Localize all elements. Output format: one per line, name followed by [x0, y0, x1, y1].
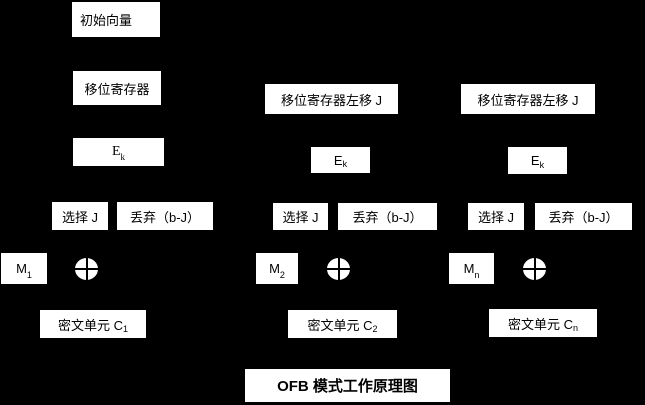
message-m1-sub: 1 [26, 270, 32, 280]
initial-vector-box: 初始向量 [72, 2, 160, 37]
xor-icon [327, 258, 350, 280]
encrypt-ek-label-3: E [530, 153, 540, 168]
message-m2-sub: 2 [279, 270, 285, 280]
encrypt-ek-sub-2: k [342, 159, 348, 169]
select-j-box-3: 选择 J [468, 203, 524, 230]
shift-register-box-1: 移位寄存器 [73, 71, 161, 105]
discard-box-3: 丢弃（b-J） [535, 203, 632, 230]
diagram-title: OFB 模式工作原理图 [245, 369, 450, 402]
ciphertext-c1-sub: 1 [123, 324, 129, 334]
select-j-box-1: 选择 J [52, 202, 108, 230]
xor-vertical-line [337, 258, 340, 280]
shift-register-box-3: 移位寄存器左移 J [461, 84, 595, 114]
message-mn-label: M [463, 261, 475, 276]
ciphertext-c2-sub: 2 [372, 324, 378, 334]
message-m1-label: M [16, 261, 27, 276]
encrypt-ek-sub-1: k [120, 152, 126, 162]
shift-register-box-2: 移位寄存器左移 J [265, 84, 398, 114]
ciphertext-c1-label: 密文单元 C [57, 317, 123, 333]
discard-box-2: 丢弃（b-J） [338, 203, 437, 230]
message-m2-label: M [269, 261, 280, 276]
encrypt-ek-sub-3: k [539, 160, 545, 170]
select-j-box-2: 选择 J [273, 203, 328, 230]
encrypt-ek-label-2: E [333, 152, 343, 168]
xor-vertical-line [533, 258, 536, 280]
xor-icon [75, 258, 98, 280]
encrypt-ek-label-1: E [111, 144, 121, 159]
message-mn-sub: n [474, 270, 480, 280]
ciphertext-c2-label: 密文单元 C [307, 317, 373, 333]
ciphertext-cn-sub: n [573, 323, 579, 333]
ciphertext-cn-label: 密文单元 C [507, 316, 573, 332]
xor-icon [523, 258, 546, 280]
xor-vertical-line [85, 258, 88, 280]
discard-box-1: 丢弃（b-J） [117, 202, 213, 230]
